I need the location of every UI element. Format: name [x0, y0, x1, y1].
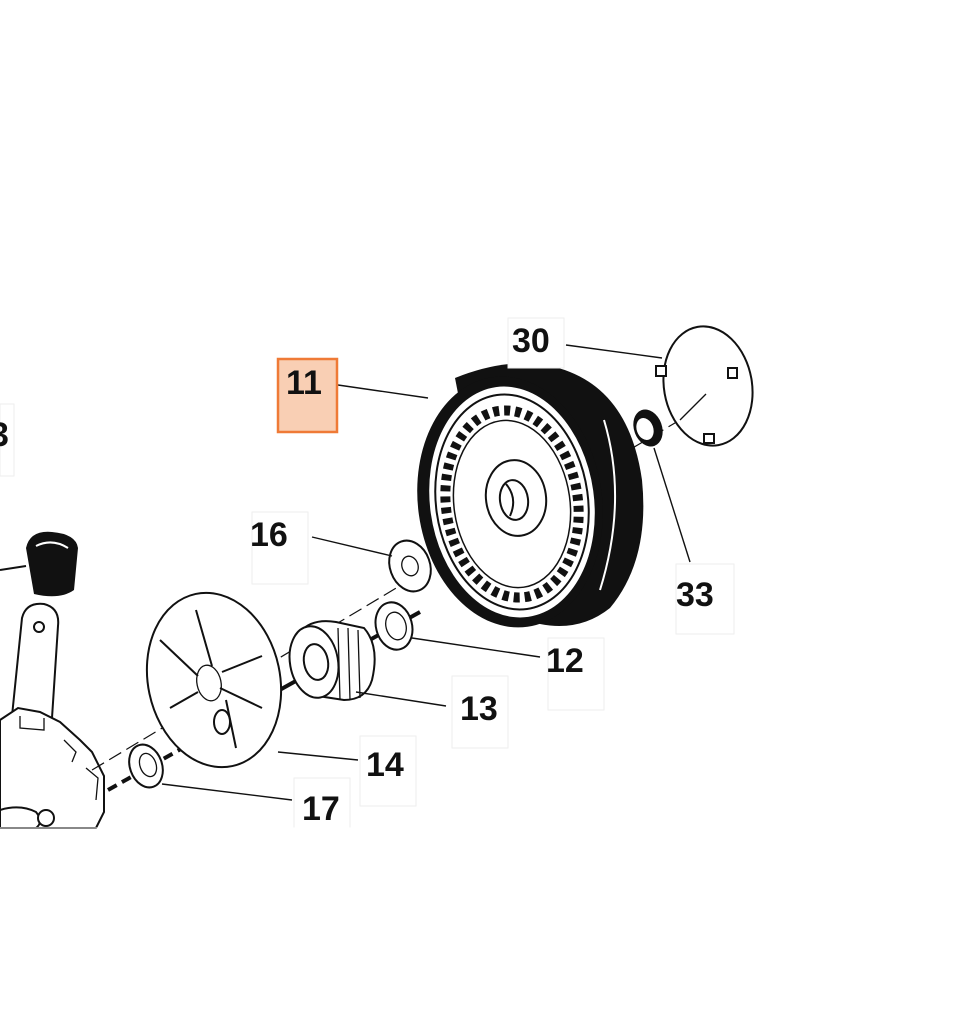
highlight-box: [276, 357, 339, 434]
cut-off-label: 3: [0, 416, 9, 454]
callout-13[interactable]: 13: [451, 675, 509, 749]
part-number-17: 17: [302, 790, 340, 828]
bearing-part: [128, 743, 164, 789]
part-number-33: 33: [676, 576, 714, 614]
washer-part: [388, 539, 432, 593]
callout-33[interactable]: 33: [675, 563, 735, 635]
callout-14[interactable]: 14: [359, 735, 417, 807]
part-number-14: 14: [366, 746, 404, 784]
part-number-30: 30: [512, 322, 550, 360]
callout-12[interactable]: 12: [546, 637, 605, 711]
hub-cap-part: [655, 325, 754, 447]
cut-off-callout: 3: [0, 403, 15, 477]
part-number-13: 13: [460, 690, 498, 728]
nut-part: [633, 409, 663, 447]
callout-16[interactable]: 16: [250, 511, 309, 585]
wheel-part: [417, 363, 644, 628]
callout-17[interactable]: 17: [293, 777, 351, 829]
callout-30[interactable]: 30: [507, 317, 565, 369]
retaining-ring-part: [374, 601, 414, 651]
leader-lines: [161, 344, 691, 801]
mower-bracket-drawing: [0, 531, 105, 829]
pinion-gear-part: [288, 620, 376, 702]
callout-11[interactable]: 11: [276, 357, 339, 434]
part-number-12: 12: [546, 642, 584, 680]
part-number-16: 16: [250, 516, 288, 554]
wheel-disc-part: [145, 591, 283, 769]
part-number-11: 11: [286, 364, 322, 402]
